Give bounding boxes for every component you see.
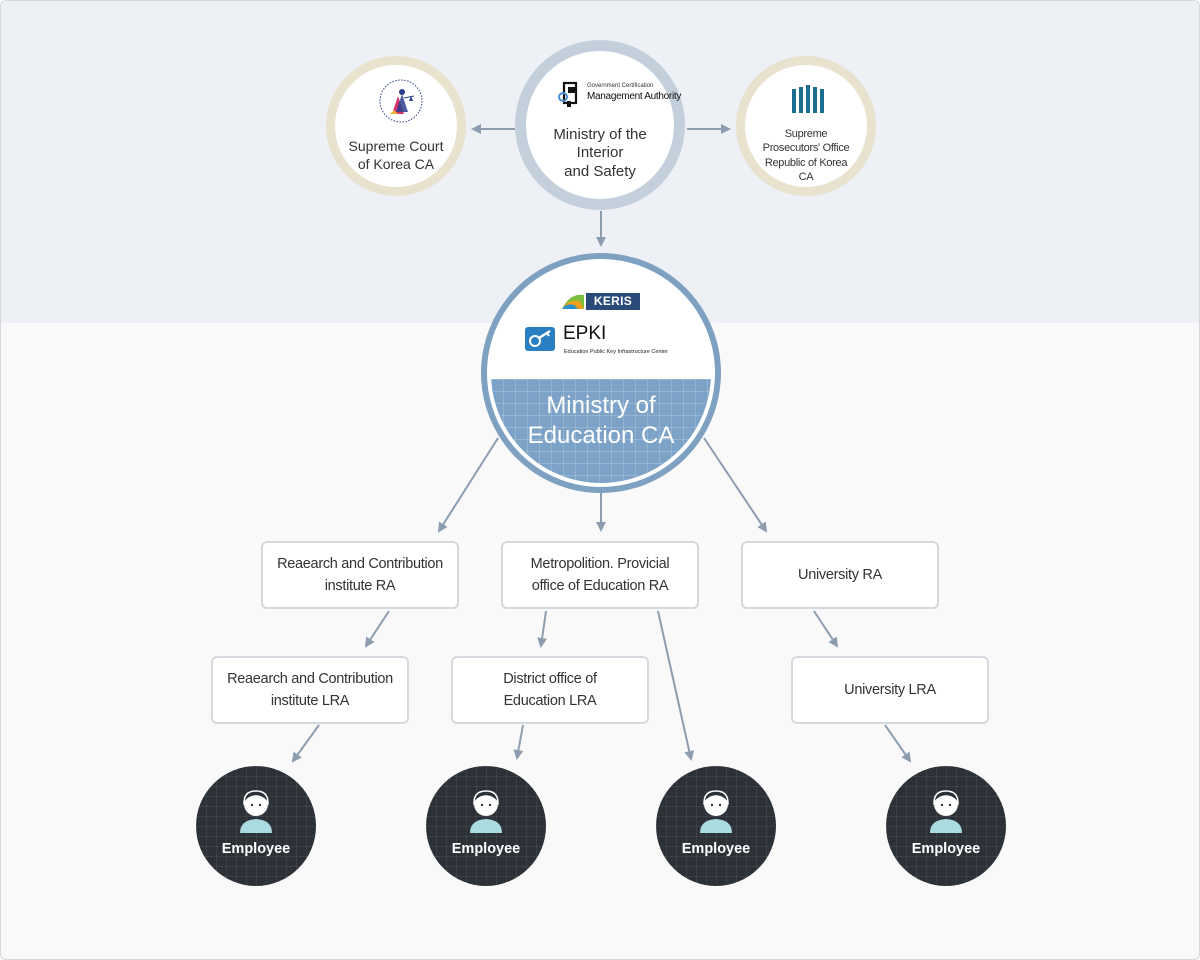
employee-avatar-icon [700,790,732,833]
prosecutors-label-line4: CA [798,170,814,183]
prosecutors-office-emblem-icon [792,85,824,113]
metropolitan-office-ra-box: Metropolition. Provicial office of Educa… [501,541,699,609]
employee-node: Employee [886,766,1006,886]
employee-label: Employee [221,841,291,857]
univ-ra-line1: University RA [798,567,882,583]
research-ra-line2: institute RA [324,578,396,594]
arrow-district-lra-to-employee [513,724,524,760]
employee-avatar-icon [470,790,502,833]
research-lra-line2: institute LRA [270,693,350,709]
arrow-metro-ra-to-district-lra [537,610,548,648]
employee-avatar-icon [930,790,962,833]
arrow-moe-to-univ-ra [703,437,768,533]
employee-label: Employee [681,841,751,857]
employee-node: Employee [656,766,776,886]
prosecutors-label-line2: Prosecutors' Office [762,142,850,155]
epki-logo: EPKI Education Public Key Infrastructure… [525,323,695,361]
research-institute-lra-box: Reaearch and Contribution institute LRA [211,656,409,724]
epki-key-icon [525,327,555,351]
arrow-metro-ra-to-employee [657,610,695,761]
moe-title-line1: Ministry of [546,392,656,419]
keris-logo-text: KERIS [586,293,640,310]
gcma-logo-small-text: Government Certification [587,83,654,89]
supreme-court-ca-node: Supreme Court of Korea CA [326,56,466,196]
prosecutors-label-line1: Supreme [784,128,828,140]
district-lra-line2: Education LRA [503,693,597,709]
gcma-logo-big-text: Management Authority [587,91,682,102]
arrow-research-lra-to-employee [291,724,320,763]
employee-avatar-icon [240,790,272,833]
district-lra-line1: District office of [503,671,597,687]
keris-logo: KERIS [560,289,642,313]
supreme-court-label-line2: of Korea CA [357,156,435,173]
supreme-court-seal-icon [379,79,423,123]
employee-label: Employee [451,841,521,857]
employee-label: Employee [911,841,981,857]
arrow-research-ra-to-lra [364,610,390,648]
prosecutors-office-ca-node: Supreme Prosecutors' Office Republic of … [736,56,876,196]
district-office-lra-box: District office of Education LRA [451,656,649,724]
research-lra-line1: Reaearch and Contribution [227,671,393,687]
epki-title: EPKI [563,323,607,344]
supreme-court-label-line1: Supreme Court [348,138,444,154]
epki-subtitle: Education Public Key Infrastructure Cent… [564,349,668,355]
university-lra-box: University LRA [791,656,989,724]
mois-label-line1: Ministry of the [553,126,647,143]
employee-node: Employee [196,766,316,886]
arrow-univ-ra-to-lra [813,610,839,648]
mois-node: Government Certification Management Auth… [515,40,685,210]
keris-logo-icon [562,294,584,309]
gcma-logo-icon [558,81,578,107]
ministry-of-education-ca-node: KERIS EPKI Education Public Key Infrastr… [481,253,721,493]
moe-title-line2: Education CA [527,422,675,449]
mois-label-line2: Interior [576,144,624,162]
metro-ra-line1: Metropolition. Provicial [530,556,670,572]
prosecutors-label-line3: Republic of Korea [764,156,848,169]
metro-ra-line2: office of Education RA [531,578,669,594]
gcma-logo: Government Certification Management Auth… [558,81,681,117]
arrow-moe-to-research-ra [437,437,499,533]
research-ra-line1: Reaearch and Contribution [277,556,443,572]
research-institute-ra-box: Reaearch and Contribution institute RA [261,541,459,609]
arrow-univ-lra-to-employee [884,724,912,763]
mois-label-line3: and Safety [564,162,636,180]
employee-node: Employee [426,766,546,886]
university-ra-box: University RA [741,541,939,609]
univ-lra-line1: University LRA [844,682,936,698]
moe-title-panel [491,379,711,483]
